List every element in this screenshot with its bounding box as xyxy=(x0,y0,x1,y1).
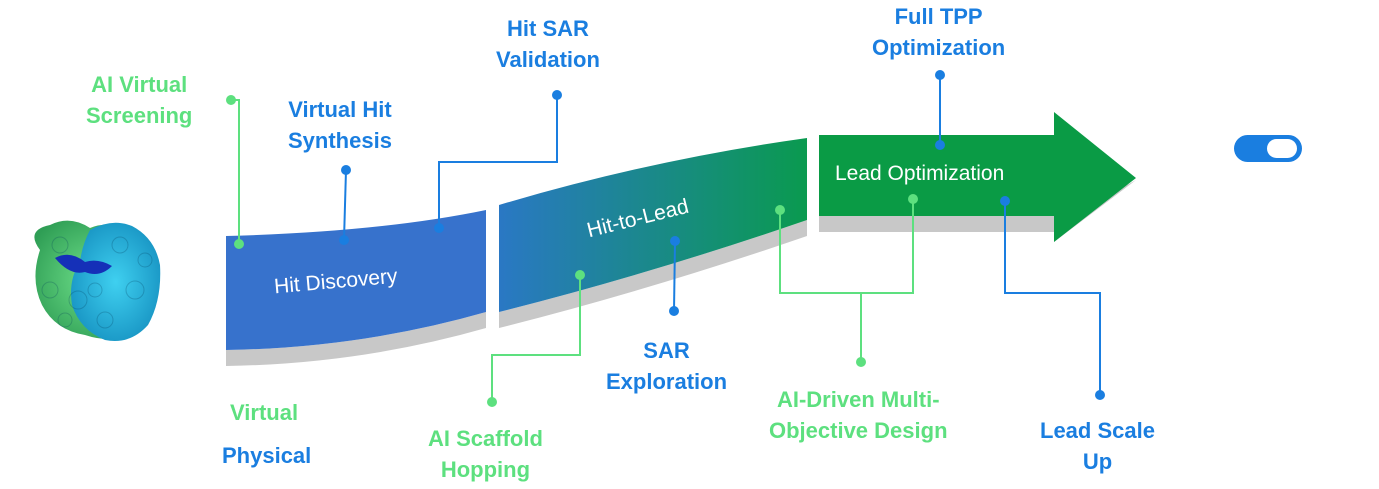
label-ai-virtual-screening: AI Virtual Screening xyxy=(86,69,192,131)
dot xyxy=(775,205,785,215)
label-line: Objective Design xyxy=(769,418,948,443)
label-line: AI Scaffold xyxy=(428,426,543,451)
stage-lead-optimization xyxy=(819,112,1136,242)
label-line: Screening xyxy=(86,103,193,128)
label-line: Optimization xyxy=(872,35,1006,60)
connector-hit-sar-validation xyxy=(438,95,558,228)
dot xyxy=(234,239,244,249)
connector-ai-scaffold-hopping xyxy=(491,275,581,402)
label-line: AI-Driven Multi- xyxy=(776,387,940,412)
label-line: Hopping xyxy=(440,457,531,482)
connector-sar-exploration xyxy=(673,240,676,312)
dot xyxy=(575,270,585,280)
label-ai-scaffold-hopping: AI Scaffold Hopping xyxy=(428,423,543,485)
dot xyxy=(856,357,866,367)
toggle-switch-icon[interactable] xyxy=(1234,135,1302,162)
label-line: Virtual Hit xyxy=(288,97,392,122)
label-lead-scale-up: Lead Scale Up xyxy=(1040,415,1155,477)
dot xyxy=(487,397,497,407)
label-ai-driven-design: AI-Driven Multi- Objective Design xyxy=(769,384,948,446)
dot xyxy=(935,70,945,80)
label-physical: Physical xyxy=(222,443,312,468)
connector-ai-virtual-screening xyxy=(231,99,240,244)
label-line: Lead Scale xyxy=(1040,418,1155,443)
dot xyxy=(341,165,351,175)
dot xyxy=(226,95,236,105)
label-line: Synthesis xyxy=(288,128,392,153)
label-line: Full TPP xyxy=(894,4,983,29)
dot xyxy=(434,223,444,233)
stage-hit-discovery xyxy=(226,210,486,350)
stage-hit-to-lead xyxy=(499,138,807,312)
connector-virtual-hit-synthesis xyxy=(343,169,347,241)
dot xyxy=(669,306,679,316)
dot xyxy=(339,235,349,245)
connector-lead-scale-up xyxy=(1004,201,1101,395)
label-line: Exploration xyxy=(606,369,728,394)
connector-ai-driven-design xyxy=(779,199,914,294)
label-hit-sar-validation: Hit SAR Validation xyxy=(496,13,600,75)
label-line: Hit SAR xyxy=(507,16,589,41)
label-full-tpp-optimization: Full TPP Optimization xyxy=(872,1,1005,63)
dot xyxy=(908,194,918,204)
label-line: SAR xyxy=(643,338,690,363)
label-line: Validation xyxy=(496,47,600,72)
label-line: Up xyxy=(1082,449,1113,474)
connector-dots xyxy=(226,70,1105,407)
toggle-knob[interactable] xyxy=(1267,139,1297,158)
dot xyxy=(1000,196,1010,206)
label-line: AI Virtual xyxy=(91,72,188,97)
dot xyxy=(670,236,680,246)
label-virtual: Virtual xyxy=(230,400,299,425)
label-virtual-hit-synthesis: Virtual Hit Synthesis xyxy=(288,94,392,156)
stage-label-lead-optimization: Lead Optimization xyxy=(835,162,1005,185)
label-sar-exploration: SAR Exploration xyxy=(606,335,727,397)
dot xyxy=(552,90,562,100)
protein-structure-icon xyxy=(34,220,161,341)
connectors xyxy=(231,75,1101,402)
dot xyxy=(935,140,945,150)
dot xyxy=(1095,390,1105,400)
